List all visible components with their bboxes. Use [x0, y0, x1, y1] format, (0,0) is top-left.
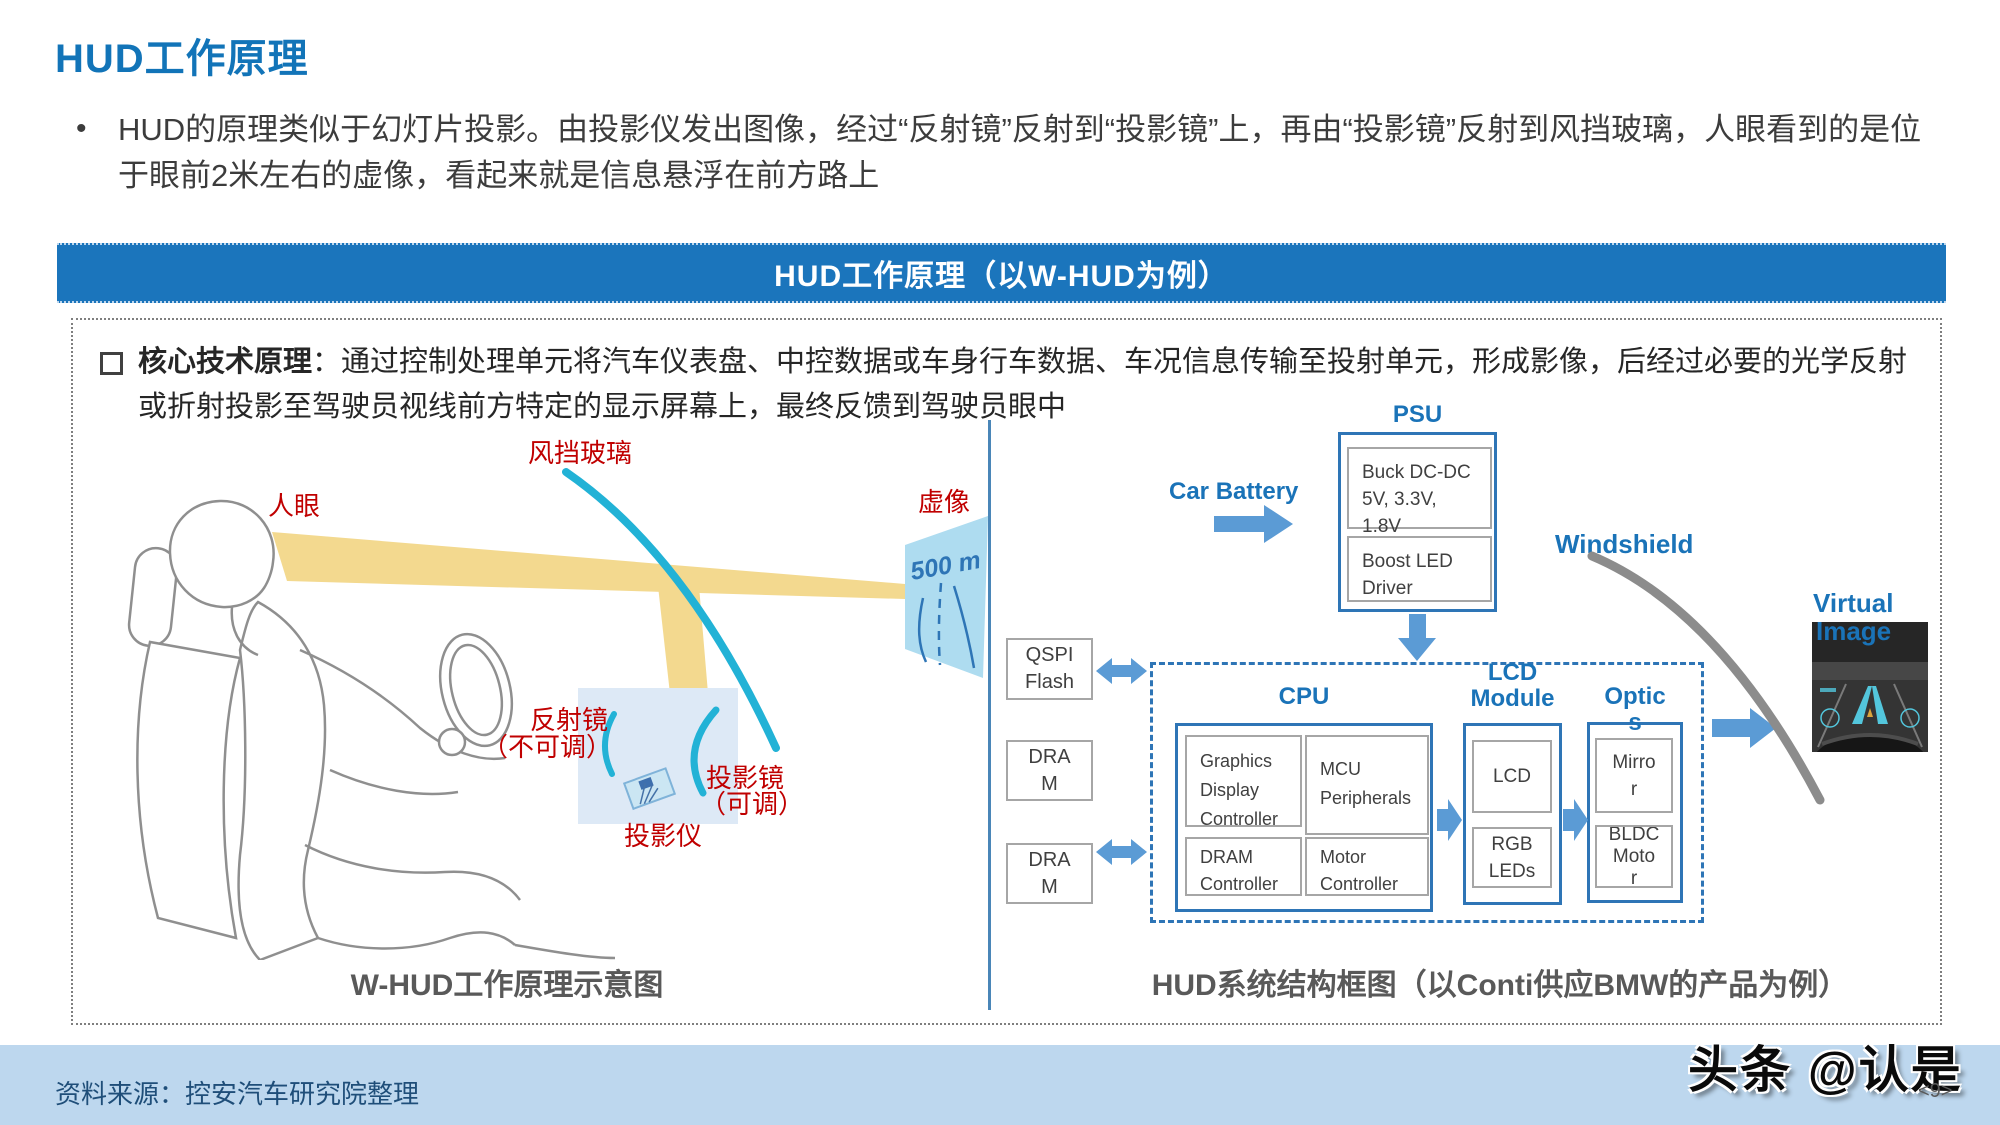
- core-principle-body: 通过控制处理单元将汽车仪表盘、中控数据或车身行车数据、车况信息传输至投射单元，形…: [138, 346, 1908, 423]
- steering-wheel-inner: [448, 643, 504, 737]
- rgb-leds-box: RGB LEDs: [1472, 827, 1552, 888]
- motor-controller-box: Motor Controller: [1305, 837, 1429, 896]
- buck-dcdc-box: Buck DC-DC 5V, 3.3V, 1.8V: [1347, 447, 1492, 537]
- neck-line: [230, 606, 259, 657]
- project-mirror-label: 投影镜: [706, 763, 784, 793]
- intro-paragraph: HUD的原理类似于幻灯片投影。由投影仪发出图像，经过“反射镜”反射到“投影镜”上…: [118, 112, 1922, 193]
- hand: [437, 727, 467, 757]
- dram-box-a: DRA M: [1006, 740, 1093, 801]
- gdc-line1: Graphics: [1200, 751, 1273, 771]
- square-bullet-icon: [100, 352, 123, 375]
- car-battery-label: Car Battery: [1169, 478, 1299, 505]
- rgb-line1: RGB: [1491, 833, 1533, 855]
- boost-line2: Driver: [1362, 578, 1413, 599]
- lcd-box: LCD: [1472, 740, 1552, 813]
- virtual-road-lines: [917, 582, 976, 669]
- bldc-line3: r: [1630, 867, 1638, 888]
- mcu-line2: Peripherals: [1320, 788, 1412, 808]
- gdc-box: Graphics Display Controller: [1185, 735, 1302, 829]
- projector-label: 投影仪: [624, 821, 702, 851]
- boost-line1: Boost LED: [1362, 551, 1453, 572]
- bldc-line2: Moto: [1612, 845, 1656, 867]
- cpu-label: CPU: [1278, 683, 1330, 710]
- core-principle-separator: ：: [312, 346, 342, 378]
- dram-controller-box: DRAM Controller: [1185, 837, 1302, 896]
- footer-band: [0, 1045, 2000, 1125]
- core-principle-text: 核心技术原理：通过控制处理单元将汽车仪表盘、中控数据或车身行车数据、车况信息传输…: [138, 340, 1930, 430]
- windshield-label: Windshield: [1555, 529, 1694, 559]
- thigh-line: [304, 843, 521, 901]
- driver-figure: [127, 499, 616, 960]
- page-title: HUD工作原理: [55, 37, 309, 81]
- qspi-flash-box: QSPI Flash: [1006, 638, 1093, 700]
- right-caption: HUD系统结构框图（以Conti供应BMW的产品为例）: [1151, 969, 1849, 1002]
- buck-line3: 1.8V: [1362, 516, 1402, 537]
- boost-led-box: Boost LED Driver: [1347, 536, 1492, 602]
- steering-wheel-outer: [438, 632, 514, 748]
- psu-label: PSU: [1392, 401, 1443, 428]
- virtual-image-label-cn: 虚像: [918, 487, 970, 517]
- optics-label-1: Optic: [1604, 683, 1666, 710]
- eye-label: 人眼: [268, 491, 320, 521]
- dram-a-line1: DRA: [1028, 745, 1071, 768]
- section-banner-title: HUD工作原理（以W-HUD为例）: [774, 260, 1229, 293]
- gdc-line2: Display: [1200, 780, 1260, 800]
- mcu-line1: MCU: [1320, 759, 1361, 779]
- section-banner: HUD工作原理（以W-HUD为例）: [57, 243, 1946, 303]
- leg-line: [317, 931, 516, 950]
- upper-arm: [299, 648, 506, 761]
- dram-box-b: DRA M: [1006, 843, 1093, 904]
- buck-line2: 5V, 3.3V,: [1362, 489, 1437, 510]
- bldc-motor-box: BLDC Moto r: [1595, 825, 1673, 888]
- lcd-module-label-1: LCD: [1487, 659, 1538, 686]
- project-mirror: [690, 706, 720, 797]
- whud-principle-diagram: 500 m 人眼 风挡玻璃 虚像 反射镜 （不可调） 投影镜 （可调） 投影仪: [127, 438, 988, 960]
- left-caption: W-HUD工作原理示意图: [350, 969, 664, 1002]
- motor-ctrl-line2: Controller: [1320, 874, 1399, 894]
- bullet-marker: •: [76, 112, 87, 145]
- mcu-box: MCU Peripherals: [1305, 735, 1429, 835]
- page-number: <9>: [1918, 1080, 1953, 1102]
- bldc-line1: BLDC: [1608, 825, 1660, 845]
- seat-back: [136, 640, 242, 940]
- core-principle-label: 核心技术原理: [138, 346, 313, 378]
- dram-ctrl-line1: DRAM: [1200, 847, 1253, 867]
- source-note: 资料来源：控安汽车研究院整理: [55, 1079, 420, 1109]
- head: [168, 499, 275, 609]
- forearm: [329, 768, 459, 796]
- mirror-box: Mirro r: [1595, 738, 1673, 813]
- windshield-curve: [562, 468, 780, 752]
- project-mirror-note: （可调）: [700, 789, 804, 819]
- lower-leg-line: [514, 943, 616, 960]
- virtual-image-label-1: Virtual: [1813, 588, 1894, 618]
- mirror-line2: r: [1630, 778, 1638, 800]
- watermark: 头条 @认是: [1688, 1042, 1963, 1098]
- buck-line1: Buck DC-DC: [1362, 462, 1471, 483]
- lcd-module-label: LCD Module: [1463, 660, 1562, 712]
- lcd-text: LCD: [1492, 766, 1531, 787]
- sight-beam: [272, 532, 938, 599]
- lcd-module-label-2: Module: [1470, 685, 1555, 712]
- optics-label-2: s: [1628, 709, 1642, 736]
- vertical-divider: [988, 420, 991, 1010]
- mirror-line1: Mirro: [1612, 751, 1656, 773]
- qspi-line1: QSPI: [1025, 644, 1074, 666]
- projector-device: [622, 767, 677, 811]
- rgb-line2: LEDs: [1488, 860, 1536, 882]
- dram-b-line1: DRA: [1028, 848, 1071, 871]
- dram-a-line2: M: [1041, 772, 1058, 795]
- gdc-line3: Controller: [1200, 809, 1279, 829]
- virtual-image-screen: [905, 516, 988, 678]
- virtual-image-label-2: Image: [1816, 616, 1892, 646]
- dram-ctrl-line2: Controller: [1200, 874, 1279, 894]
- windshield-label-cn: 风挡玻璃: [528, 438, 632, 468]
- reflect-mirror: [601, 711, 617, 777]
- dram-b-line2: M: [1041, 875, 1058, 898]
- reflect-mirror-label: 反射镜: [530, 705, 608, 735]
- optics-label: Optic s: [1587, 684, 1683, 736]
- motor-ctrl-line1: Motor: [1320, 847, 1367, 867]
- reflect-mirror-note: （不可调）: [482, 732, 612, 762]
- qspi-line2: Flash: [1025, 671, 1074, 693]
